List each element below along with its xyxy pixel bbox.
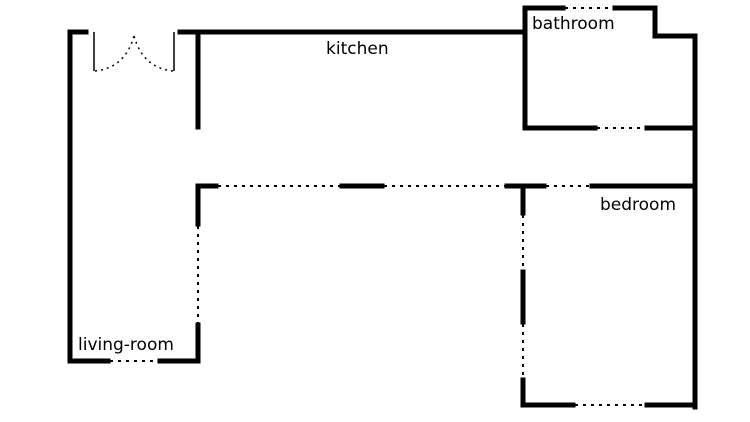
openings [110, 7, 645, 406]
living-room-bottom-wall [157, 322, 201, 364]
bedroom-left-wall [520, 183, 698, 408]
outer-left-wall [67, 29, 111, 364]
opening-dotted [110, 7, 645, 406]
bathroom-wall [522, 5, 698, 410]
door-swing-arc [94, 35, 174, 72]
living-room-label: living-room [78, 335, 174, 355]
bathroom-label: bathroom [532, 14, 615, 34]
kitchen-label: kitchen [326, 39, 389, 59]
walls [67, 5, 698, 410]
bedroom-label: bedroom [600, 195, 676, 215]
opening-dotted [197, 215, 524, 378]
hall-corner-wall [195, 183, 219, 227]
entrance-door[interactable] [93, 32, 175, 72]
